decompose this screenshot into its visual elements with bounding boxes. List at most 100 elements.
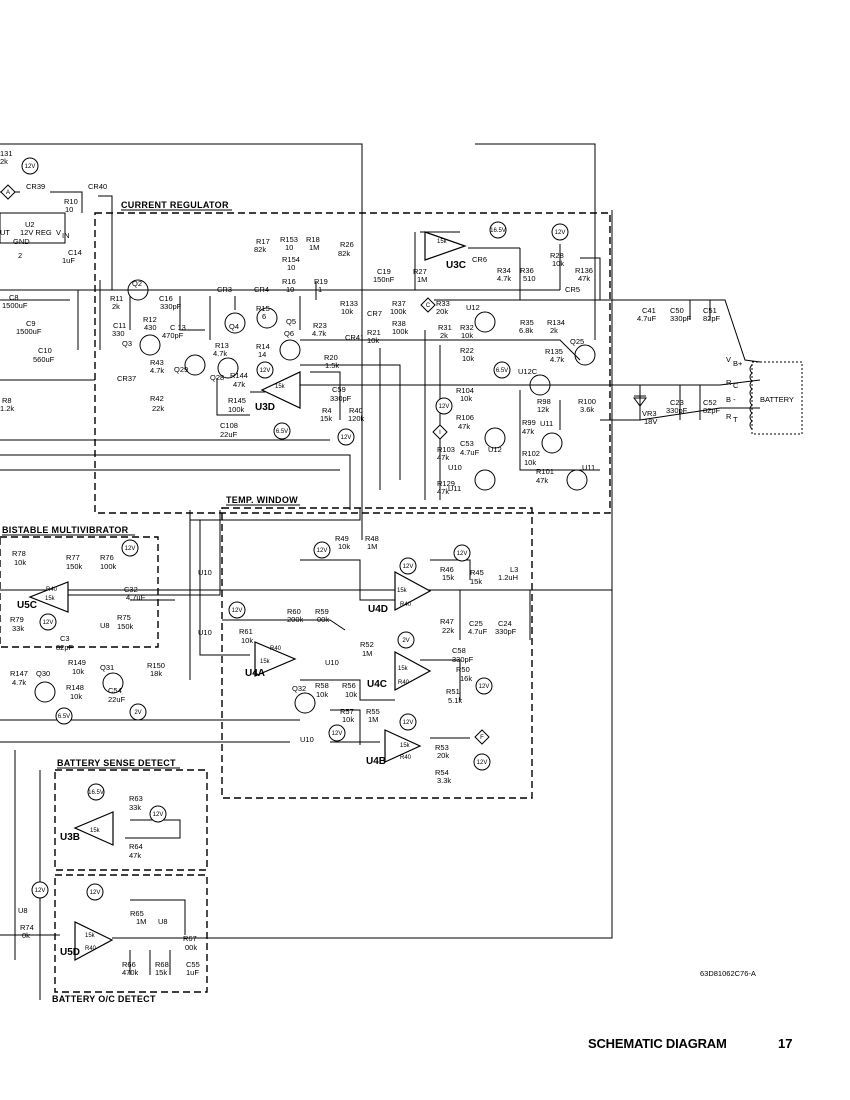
- label-r42v: 22k: [152, 404, 164, 413]
- label-r154: R154: [282, 255, 300, 264]
- label-r136v: 47k: [578, 274, 590, 283]
- label-rt: R: [726, 412, 732, 421]
- label-r67: R67: [183, 934, 197, 943]
- label-r78v: 10k: [14, 558, 26, 567]
- label-r37: R37: [392, 299, 406, 308]
- label-u11b: U11: [448, 484, 461, 493]
- label-r59: R59: [315, 607, 329, 616]
- label-r18v: 1M: [309, 243, 319, 252]
- svg-text:12V: 12V: [43, 620, 54, 626]
- label-r144v: 47k: [233, 380, 245, 389]
- label-r33v: 20k: [436, 307, 448, 316]
- vr3-zener: [633, 395, 647, 416]
- label-r53v: 20k: [437, 751, 449, 760]
- wiring: [0, 143, 761, 1000]
- label-r16: R16: [282, 277, 296, 286]
- svg-text:2V: 2V: [134, 710, 141, 716]
- label-c51v: 82pF: [703, 314, 721, 323]
- page-title: SCHEMATIC DIAGRAM: [588, 1036, 727, 1051]
- label-r15: R15: [256, 304, 270, 313]
- label-r77: R77: [66, 553, 80, 562]
- label-r45v: 15k: [470, 577, 482, 586]
- u3c-vplus: 15k: [437, 239, 448, 245]
- label-r12: R12: [143, 315, 157, 324]
- label-u2: U2: [25, 220, 35, 229]
- power-flag: 12V: [149, 805, 167, 823]
- label-q5: Q5: [286, 317, 296, 326]
- label-r61v: 10k: [241, 636, 253, 645]
- power-flag: 12V: [313, 541, 331, 559]
- label-r134v: 2k: [550, 326, 558, 335]
- label-r8: R8: [2, 396, 12, 405]
- power-flag: 12V: [473, 753, 491, 771]
- label-c13v: 470pF: [162, 331, 184, 340]
- label-r15v: 6: [262, 312, 266, 321]
- label-r43v: 4.7k: [150, 366, 164, 375]
- svg-text:12V: 12V: [341, 435, 352, 441]
- label-r38v: 100k: [392, 327, 409, 336]
- bistable-multivibrator-block: [0, 536, 159, 648]
- label-rc: R: [726, 378, 732, 387]
- label-r4: R4: [322, 406, 332, 415]
- label-c3v: 82pF: [56, 643, 74, 652]
- label-r4v: 15k: [320, 414, 332, 423]
- label-rts: T: [733, 415, 738, 424]
- label-r148v: 10k: [70, 692, 82, 701]
- label-vr3: VR3: [642, 409, 657, 418]
- label-c53: C53: [460, 439, 474, 448]
- svg-text:12V: 12V: [477, 760, 488, 766]
- label-r59v: 00k: [317, 615, 329, 624]
- label-r11: R11: [110, 294, 123, 303]
- label-r74: R74: [20, 923, 34, 932]
- label-r136: R136: [575, 266, 593, 275]
- label-r147v: 4.7k: [12, 678, 26, 687]
- label-r50: R50: [456, 665, 470, 674]
- label-r34v: 4.7k: [497, 274, 511, 283]
- current-regulator-block: [94, 212, 611, 514]
- op-amp-u3c: U3C: [424, 231, 467, 271]
- u4d-label: U4D: [368, 604, 388, 615]
- power-flag: 16.5V: [87, 783, 105, 801]
- label-r28v: 10k: [552, 259, 564, 268]
- svg-text:12V: 12V: [403, 564, 414, 570]
- svg-text:12V: 12V: [153, 812, 164, 818]
- svg-text:F: F: [480, 735, 484, 741]
- power-flag: 6.5V: [273, 422, 291, 440]
- label-r100: R100: [578, 397, 596, 406]
- label-c59v: 330pF: [330, 394, 352, 403]
- u3b-label: U3B: [60, 832, 80, 843]
- label-r135v: 4.7k: [550, 355, 564, 364]
- svg-text:16.5V: 16.5V: [88, 790, 104, 796]
- label-c10v: 560uF: [33, 355, 55, 364]
- svg-text:12V: 12V: [555, 230, 566, 236]
- label-c9v: 1500uF: [16, 327, 42, 336]
- label-c19v: 150nF: [373, 275, 395, 284]
- label-r153v: 10: [285, 243, 293, 252]
- label-r45: R45: [470, 568, 484, 577]
- page-number: 17: [778, 1036, 793, 1051]
- label-c8v: 1500uF: [2, 301, 28, 310]
- u4b-vplus: 15k: [400, 743, 411, 749]
- label-c19: C19: [377, 267, 391, 276]
- power-flag: 12V: [337, 428, 355, 446]
- label-r27: R27: [413, 267, 427, 276]
- label-r20v: 1.5k: [325, 361, 339, 370]
- label-r52: R52: [360, 640, 374, 649]
- label-r75v: 150k: [117, 622, 134, 631]
- label-r75: R75: [117, 613, 131, 622]
- label-r27v: 1M: [417, 275, 427, 284]
- label-u2out: UT: [0, 228, 10, 237]
- label-r104v: 10k: [460, 394, 472, 403]
- label-r129v: 47k: [437, 487, 449, 496]
- u5d-label: U5D: [60, 947, 80, 958]
- svg-text:12V: 12V: [25, 164, 36, 170]
- label-r42: R42: [150, 394, 164, 403]
- label-r32v: 10k: [461, 331, 473, 340]
- label-r54v: 3.3k: [437, 776, 451, 785]
- label-c8: C8: [9, 293, 19, 302]
- op-amp-u5d: U5D: [60, 921, 114, 962]
- label-rcs: C: [733, 381, 739, 390]
- label-c50: C50: [670, 306, 684, 315]
- label-r103: R103: [437, 445, 455, 454]
